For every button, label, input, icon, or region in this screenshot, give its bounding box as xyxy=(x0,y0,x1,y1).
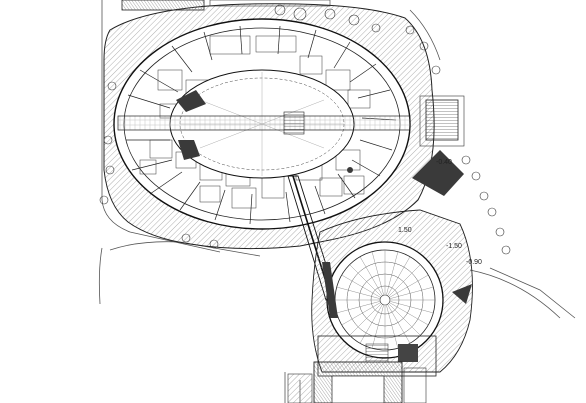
hall-radial-line xyxy=(388,303,421,336)
hall-radial-line xyxy=(388,264,421,297)
connector-dark-wall xyxy=(322,262,338,318)
hall-radial-line xyxy=(336,301,381,314)
hall-radial-line xyxy=(359,304,383,344)
hall-radial-line xyxy=(386,304,399,349)
hall-radial-line xyxy=(389,301,434,314)
hall-radial-line xyxy=(371,304,384,349)
dark-structural-elements xyxy=(176,90,353,173)
hall-radial-line xyxy=(341,302,381,326)
south-entrance-block-w xyxy=(287,373,313,403)
south-wing-dark xyxy=(398,344,418,362)
hall-radial-line xyxy=(341,274,381,298)
hall-radial-line xyxy=(387,256,411,296)
round-hall-radials xyxy=(335,250,435,350)
level-label-c: -0.90 xyxy=(466,259,482,266)
east-stair-frame xyxy=(419,95,465,147)
south-wing-stairs xyxy=(365,343,389,363)
south-entrance-inner xyxy=(331,375,385,403)
east-dark-plaza xyxy=(412,150,464,196)
hall-radial-line xyxy=(349,264,382,297)
east-stair-block xyxy=(425,99,459,141)
hall-radial-line xyxy=(389,274,429,298)
landscape-trees xyxy=(99,4,511,255)
hall-radial-line xyxy=(371,251,384,296)
east-hall-dark-mark xyxy=(452,284,472,304)
level-label-a: 1.50 xyxy=(398,227,412,234)
north-strip-building-2 xyxy=(209,0,331,7)
central-corridor xyxy=(117,115,411,131)
hall-radial-line xyxy=(349,303,382,336)
hall-radial-line xyxy=(387,304,411,344)
courtyard-stair xyxy=(283,111,305,135)
hall-radial-line xyxy=(389,302,429,326)
hall-radial-line xyxy=(386,251,399,296)
hall-radial-line xyxy=(359,256,383,296)
hall-radial-line xyxy=(389,286,434,299)
north-strip-building xyxy=(121,0,205,11)
level-label-b: -1.50 xyxy=(446,243,462,250)
south-entrance-block-e xyxy=(403,367,427,403)
level-label-east: -0.40 xyxy=(436,159,452,166)
hall-radial-line xyxy=(336,286,381,299)
